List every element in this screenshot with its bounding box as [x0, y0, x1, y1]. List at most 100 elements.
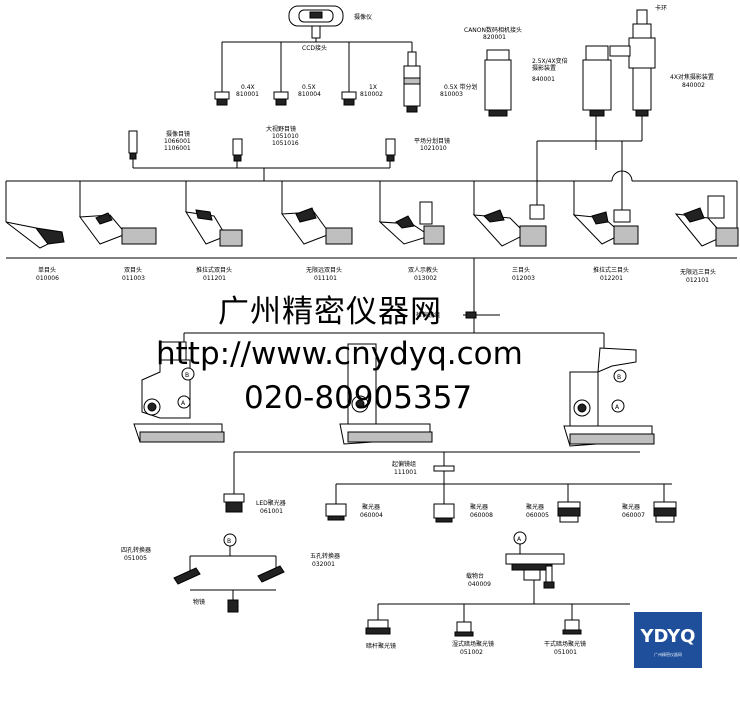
camera-eyepiece-label: 摄像目镜	[166, 130, 190, 138]
canon-adapter-label: CANON数码相机接头	[464, 26, 522, 34]
analyzer-label: 检偏镜组	[416, 311, 440, 319]
condenser-060008	[433, 503, 455, 523]
zoom-device-label-2: 摄影装置	[532, 64, 556, 72]
analyzer-block	[465, 311, 477, 319]
adapter-05x-code: 810004	[298, 91, 321, 98]
condenser-code: 060008	[470, 512, 493, 519]
zoom-photo-device	[582, 45, 612, 117]
camera-eyepiece-code-1: 1066001	[164, 138, 191, 145]
wide-eyepiece-code-1: 1051010	[272, 133, 299, 140]
wide-field-eyepiece	[232, 138, 243, 162]
mark-b-text: B	[617, 374, 621, 381]
dark-condenser-label: 暗杆聚光镜	[366, 642, 396, 650]
head-label: 推拉式三目头	[593, 266, 629, 274]
focus-photo-device	[609, 9, 656, 117]
polarizer-code: 111001	[394, 469, 417, 476]
logo-text: YDYQ	[640, 626, 696, 647]
head-label: 无限远双目头	[306, 266, 342, 274]
mark-b-right	[613, 369, 627, 383]
condenser-code: 060004	[360, 512, 383, 519]
adapter-05x-reticle	[403, 51, 421, 113]
objective-label: 物镜	[193, 598, 205, 606]
mark-a-text: A	[517, 536, 522, 543]
adapter-04x	[214, 91, 230, 106]
adapter-05x-reticle-label: 0.5X 带分划	[444, 83, 478, 91]
polarizer-block	[433, 465, 455, 472]
mark-b-text: B	[185, 372, 189, 379]
camera	[288, 5, 344, 39]
head-code: 011101	[314, 275, 337, 282]
head-pushpull-binocular	[185, 209, 243, 247]
stage-code: 040009	[468, 581, 491, 588]
ring-label: 卡环	[655, 4, 667, 12]
condenser-060005	[557, 501, 581, 523]
mark-a-text: A	[181, 400, 186, 407]
mark-a-text: A	[615, 404, 620, 411]
polarizer-label: 起偏镜组	[392, 460, 416, 468]
condenser-label: 聚光器	[622, 503, 640, 511]
mark-a-left	[177, 395, 191, 409]
condenser-060004	[325, 503, 347, 521]
canon-adapter-code: 820001	[483, 34, 506, 41]
camera-label: 摄像仪	[354, 13, 372, 21]
adapter-1x-code: 810002	[360, 91, 383, 98]
head-code: 012201	[600, 275, 623, 282]
head-label: 无限远三目头	[680, 268, 716, 276]
wet-condenser-label: 湿式暗场聚光镜	[452, 640, 494, 648]
nosepiece-4-hole	[173, 567, 201, 585]
condenser-led	[223, 493, 245, 513]
zoom-device-label: 2.5X/4X变倍	[532, 57, 568, 65]
head-code: 011201	[203, 275, 226, 282]
logo-subtext: 广州精密仪器网	[654, 652, 682, 657]
wet-condenser-code: 051002	[460, 649, 483, 656]
dry-dark-field-condenser	[562, 619, 582, 635]
head-code: 012101	[686, 277, 709, 284]
head-label: 双目头	[124, 266, 142, 274]
adapter-05x-reticle-code: 810003	[440, 91, 463, 98]
head-infinity-binocular	[281, 207, 353, 245]
adapter-04x-label: 0.4X	[241, 84, 255, 91]
adapter-04x-code: 810001	[236, 91, 259, 98]
mark-b-left	[181, 367, 195, 381]
mechanical-stage	[505, 553, 565, 589]
condenser-060007	[653, 501, 677, 523]
mark-a-right	[611, 399, 625, 413]
stand-center	[339, 343, 433, 445]
watermark-company: 广州精密仪器网	[218, 294, 442, 330]
nosepiece-5-label: 五孔转换器	[310, 552, 340, 560]
condenser-label: 聚光器	[362, 503, 380, 511]
condenser-code: 060005	[526, 512, 549, 519]
condenser-code: 060007	[622, 512, 645, 519]
head-code: 010006	[36, 275, 59, 282]
nosepiece-4-code: 051005	[124, 555, 147, 562]
reticle-eyepiece-code: 1021010	[420, 145, 447, 152]
stage-label: 载物台	[466, 572, 484, 580]
adapter-1x-label: 1X	[369, 84, 377, 91]
camera-eyepiece	[128, 130, 138, 160]
head-code: 012003	[512, 275, 535, 282]
adapter-05x-label: 0.5X	[302, 84, 316, 91]
adapter-1x	[341, 91, 357, 106]
watermark-url: http://www.cnydyq.com	[156, 336, 523, 372]
wet-dark-field-condenser	[454, 621, 474, 637]
head-label: 双人示教头	[408, 266, 438, 274]
wide-eyepiece-code-2: 1051016	[272, 140, 299, 147]
head-code: 013002	[414, 275, 437, 282]
camera-eyepiece-code-2: 1106001	[164, 145, 191, 152]
dry-condenser-label: 干式暗场聚光镜	[544, 640, 586, 648]
led-condenser-label: LED聚光器	[256, 499, 286, 507]
objective	[227, 599, 239, 613]
head-label: 三目头	[512, 266, 530, 274]
reticle-eyepiece	[385, 138, 396, 162]
dark-field-condenser-bar	[365, 619, 391, 635]
wide-eyepiece-label: 大视野目镜	[266, 125, 296, 133]
condenser-label: 聚光器	[526, 503, 544, 511]
head-label: 推拉式双目头	[196, 266, 232, 274]
led-condenser-code: 061001	[260, 508, 283, 515]
head-teaching	[378, 201, 445, 245]
ccd-adapter-label: CCD接头	[302, 44, 327, 52]
head-monocular	[5, 221, 65, 249]
head-pushpull-trinocular	[572, 209, 639, 245]
head-label: 单目头	[38, 266, 56, 274]
head-infinity-trinocular	[674, 195, 739, 247]
